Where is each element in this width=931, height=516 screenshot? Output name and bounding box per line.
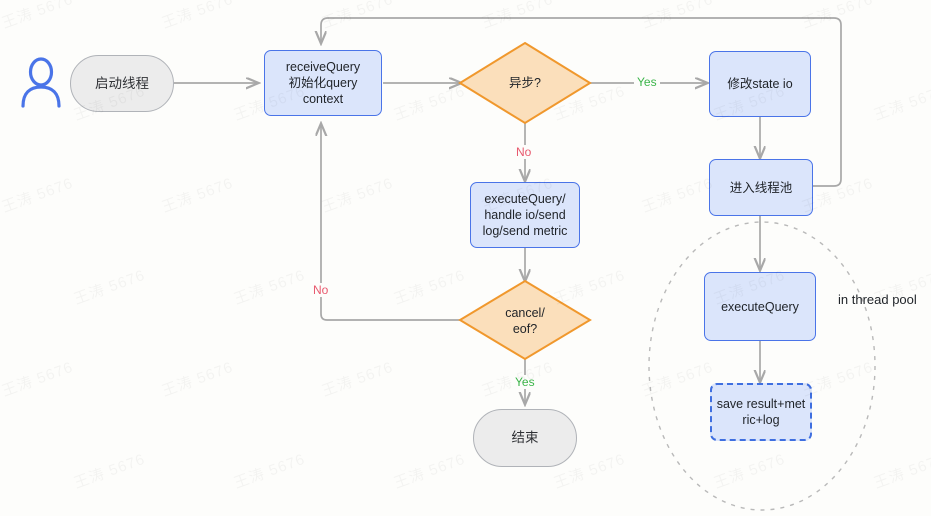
node-execsync-line1: executeQuery/ — [484, 192, 566, 206]
edge-label-cancel-yes: Yes — [512, 375, 538, 389]
node-receive-query[interactable]: receiveQuery 初始化query context — [264, 50, 382, 116]
node-save-result[interactable]: save result+met ric+log — [710, 383, 812, 441]
node-start[interactable]: 启动线程 — [70, 55, 174, 112]
node-save-line2: ric+log — [742, 413, 780, 427]
edge-label-async-no: No — [513, 145, 535, 159]
node-end[interactable]: 结束 — [473, 409, 577, 467]
node-receive-line3: context — [302, 92, 344, 106]
node-execsync-line3: log/send metric — [482, 224, 568, 238]
node-receive-line1: receiveQuery — [285, 60, 361, 74]
edge-cancel-no-loop — [321, 124, 462, 321]
node-modify-state-io[interactable]: 修改state io — [709, 51, 811, 117]
edge-label-cancel-no: No — [310, 283, 332, 297]
node-receive-line2: 初始化query — [288, 76, 358, 90]
user-icon — [20, 56, 62, 113]
edge-threadpool-loop-to-receive — [321, 17, 842, 187]
node-end-label: 结束 — [511, 430, 539, 446]
node-execute-query-sync[interactable]: executeQuery/ handle io/send log/send me… — [470, 182, 580, 248]
node-enter-thread-pool[interactable]: 进入线程池 — [709, 159, 813, 216]
thread-pool-group-boundary — [648, 221, 876, 511]
node-threadpool-label: 进入线程池 — [729, 180, 793, 195]
decision-async-shape — [458, 41, 592, 125]
node-execsync-line2: handle io/send — [484, 208, 566, 222]
node-execpool-label: executeQuery — [721, 299, 799, 314]
node-start-label: 启动线程 — [95, 75, 149, 91]
node-modstate-label: 修改state io — [727, 77, 793, 91]
node-execute-query-pool[interactable]: executeQuery — [704, 272, 816, 341]
decision-cancel-shape — [458, 279, 592, 361]
node-save-line1: save result+met — [716, 397, 806, 411]
edge-label-async-yes: Yes — [634, 75, 660, 89]
group-label-in-thread-pool: in thread pool — [838, 292, 917, 307]
